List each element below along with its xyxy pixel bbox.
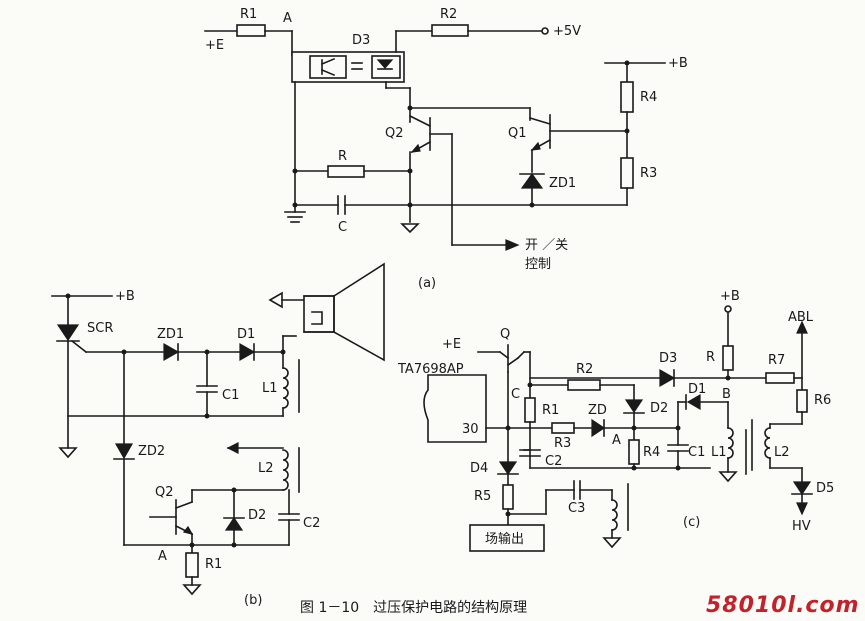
label-a-c: C: [338, 220, 347, 235]
label-b-q2: Q2: [155, 485, 174, 500]
label-c-b: B: [722, 387, 731, 402]
label-b-l1: L1: [262, 381, 278, 396]
resistor-r4-c: [628, 439, 640, 465]
label-a-zd1: ZD1: [549, 176, 576, 191]
label-c-a: A: [612, 433, 621, 448]
label-c-r5: R5: [474, 489, 491, 504]
resistor-r4-a: [620, 81, 634, 113]
label-c-l1: L1: [711, 445, 727, 460]
resistor-r1-c: [524, 397, 536, 423]
resistor-r1-a: [236, 24, 266, 37]
label-c-d3: D3: [659, 351, 677, 366]
label-c-plus-e: +E: [442, 337, 461, 352]
label-a-r: R: [338, 149, 347, 164]
diagram-c: +E Q TA7698AP 30 C R2 R1 ZD D2 R3 C2 A R…: [397, 289, 834, 552]
label-a-plus-b: +B: [668, 56, 688, 71]
label-c-field-out: 场输出: [485, 531, 524, 547]
resistor-r-c: [722, 345, 734, 371]
label-c-r6: R6: [814, 393, 831, 408]
label-c-hv: HV: [792, 519, 811, 534]
crt-arrow: [268, 291, 283, 309]
label-c-r2: R2: [576, 362, 593, 377]
resistor-r7-c: [765, 372, 795, 384]
diagram-a: R1 A +E D3 R2 +5V +B R4 R3 Q2 Q1 ZD1 R C…: [204, 7, 688, 291]
label-b-d2: D2: [248, 508, 266, 523]
resistor-r-a: [327, 165, 365, 178]
label-b-zd2: ZD2: [138, 444, 165, 459]
label-c-abl: ABL: [788, 310, 814, 325]
label-c-c3: C3: [568, 501, 585, 516]
sub-label-c: (c): [683, 515, 700, 530]
resistor-r3-c: [551, 422, 575, 434]
label-c-d5: D5: [816, 481, 834, 496]
label-b-a: A: [158, 549, 167, 564]
label-a-plus-e: +E: [205, 38, 224, 53]
watermark-logo: 58010l.com: [706, 593, 860, 618]
label-a-a: A: [283, 11, 292, 26]
field-output-block: [469, 524, 545, 552]
label-c-r: R: [706, 350, 715, 365]
label-c-r1: R1: [542, 403, 559, 418]
label-c-r4: R4: [643, 445, 660, 460]
label-b-c1: C1: [222, 388, 239, 403]
figure-caption: 图 1－10 过压保护电路的结构原理: [300, 600, 527, 616]
label-c-pin30: 30: [462, 422, 479, 437]
resistor-r2-a: [431, 24, 469, 37]
label-c-plus-b: +B: [720, 289, 740, 304]
label-c-zd: ZD: [588, 403, 607, 418]
label-a-switch-line1: 开 ／关: [525, 238, 568, 253]
label-b-scr: SCR: [87, 321, 113, 336]
resistor-r6-c: [796, 389, 808, 413]
label-b-l2: L2: [258, 461, 274, 476]
label-a-r1: R1: [240, 7, 257, 22]
resistor-r1-b: [185, 552, 199, 578]
resistor-r2-c: [567, 379, 601, 391]
ic-ta7698ap-block: [423, 374, 487, 443]
label-a-q1: Q1: [508, 126, 527, 141]
label-b-zd1: ZD1: [157, 327, 184, 342]
label-c-d4: D4: [470, 461, 488, 476]
label-a-r4: R4: [640, 90, 657, 105]
sub-label-a: (a): [418, 276, 436, 291]
label-a-q2: Q2: [385, 126, 404, 141]
resistor-r5-c: [502, 484, 514, 510]
label-a-plus-5v: +5V: [553, 24, 581, 39]
label-c-d2: D2: [650, 401, 668, 416]
label-a-switch-line2: 控制: [525, 257, 551, 272]
label-c-c1: C1: [688, 445, 705, 460]
label-a-r2: R2: [440, 7, 457, 22]
label-c-c: C: [511, 387, 520, 402]
label-a-r3: R3: [640, 166, 657, 181]
label-c-ic: TA7698AP: [397, 362, 464, 377]
label-c-c2: C2: [545, 454, 562, 469]
label-b-d1: D1: [237, 327, 255, 342]
label-a-d3: D3: [352, 33, 370, 48]
label-c-l2: L2: [774, 445, 790, 460]
label-b-c2: C2: [303, 516, 320, 531]
label-c-d1: D1: [688, 382, 706, 397]
label-b-r1: R1: [205, 557, 222, 572]
sub-label-b: (b): [244, 593, 262, 608]
label-b-plus-b: +B: [115, 289, 135, 304]
diagram-b: +B SCR ZD1 D1 C1 L1 ZD2 L2 Q2 D2 C2 A R1…: [51, 262, 385, 608]
resistor-r3-a: [620, 157, 634, 189]
label-c-q: Q: [500, 327, 510, 342]
label-c-r7: R7: [768, 353, 785, 368]
label-c-r3: R3: [554, 436, 571, 451]
